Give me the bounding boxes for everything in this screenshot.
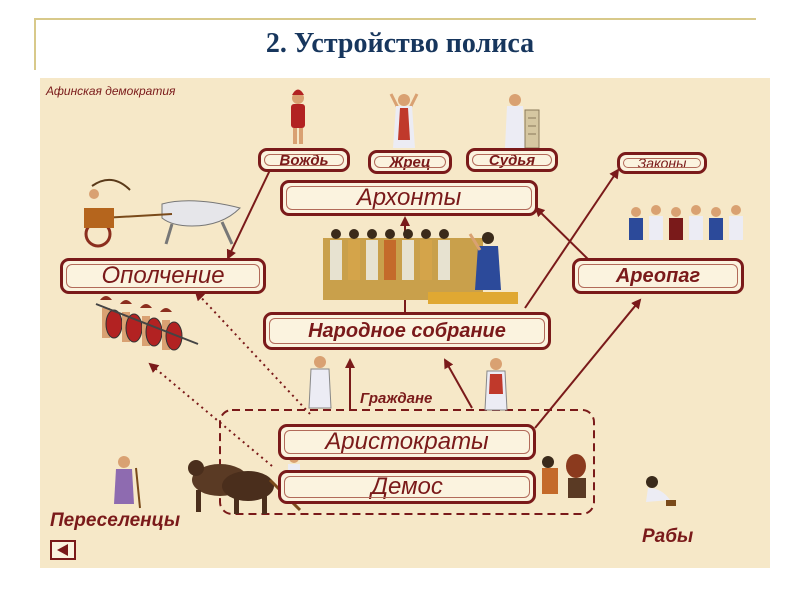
title-decor-vertical-line — [34, 18, 36, 70]
settler-figure — [114, 456, 141, 509]
arrow-aristocrats-to-areopagus — [534, 298, 642, 429]
dotted-arrow-demos-to-hoplites — [148, 362, 273, 467]
chariot-figure — [84, 179, 241, 248]
citizens-group-dashed-frame — [219, 409, 595, 515]
slide-title: 2. Устройство полиса — [265, 28, 535, 59]
node-assembly: Народное собрание — [263, 312, 551, 350]
node-demos: Демос — [278, 470, 536, 504]
arrow-leader-to-militia — [226, 169, 271, 260]
areopagus-elders — [629, 205, 743, 240]
node-judge: Судья — [466, 148, 558, 172]
arrow-assembly-to-laws — [524, 168, 620, 309]
plough-oxen-figure — [188, 453, 302, 514]
slave-figure — [646, 476, 676, 506]
judge-figure — [505, 94, 540, 149]
diagram-graphics — [84, 89, 743, 515]
priest-figure — [389, 93, 419, 148]
label-citizens: Граждане — [360, 390, 433, 407]
diagram-caption: Афинская демократия — [46, 84, 176, 98]
node-areopagus: Ареопаг — [572, 258, 744, 294]
label-slaves: Рабы — [642, 526, 694, 547]
back-nav-icon[interactable] — [50, 540, 76, 560]
assembly-crowd — [323, 229, 518, 304]
node-militia: Ополчение — [60, 258, 266, 294]
node-aristocrats: Аристократы — [278, 424, 536, 460]
dotted-arrow-aristocrats-to-militia — [194, 290, 311, 415]
potter-figure — [542, 454, 586, 498]
node-laws: Законы — [617, 152, 707, 174]
citizen-figure-right — [484, 358, 508, 411]
node-priest: Жрец — [368, 150, 452, 174]
polis-diagram: Афинская демократия Вождь Жрец Судья Зак… — [40, 78, 770, 568]
node-leader: Вождь — [258, 148, 350, 172]
arrow-areopagus-to-archons — [534, 206, 596, 267]
arrow-citizens-right-to-assembly — [444, 358, 473, 409]
node-archons: Архонты — [280, 180, 538, 216]
title-decor-horizontal-line — [34, 18, 756, 20]
label-settlers: Переселенцы — [50, 510, 181, 531]
citizen-figure-left — [308, 356, 332, 409]
leader-figure — [291, 89, 305, 144]
hoplites-figure — [95, 296, 199, 351]
